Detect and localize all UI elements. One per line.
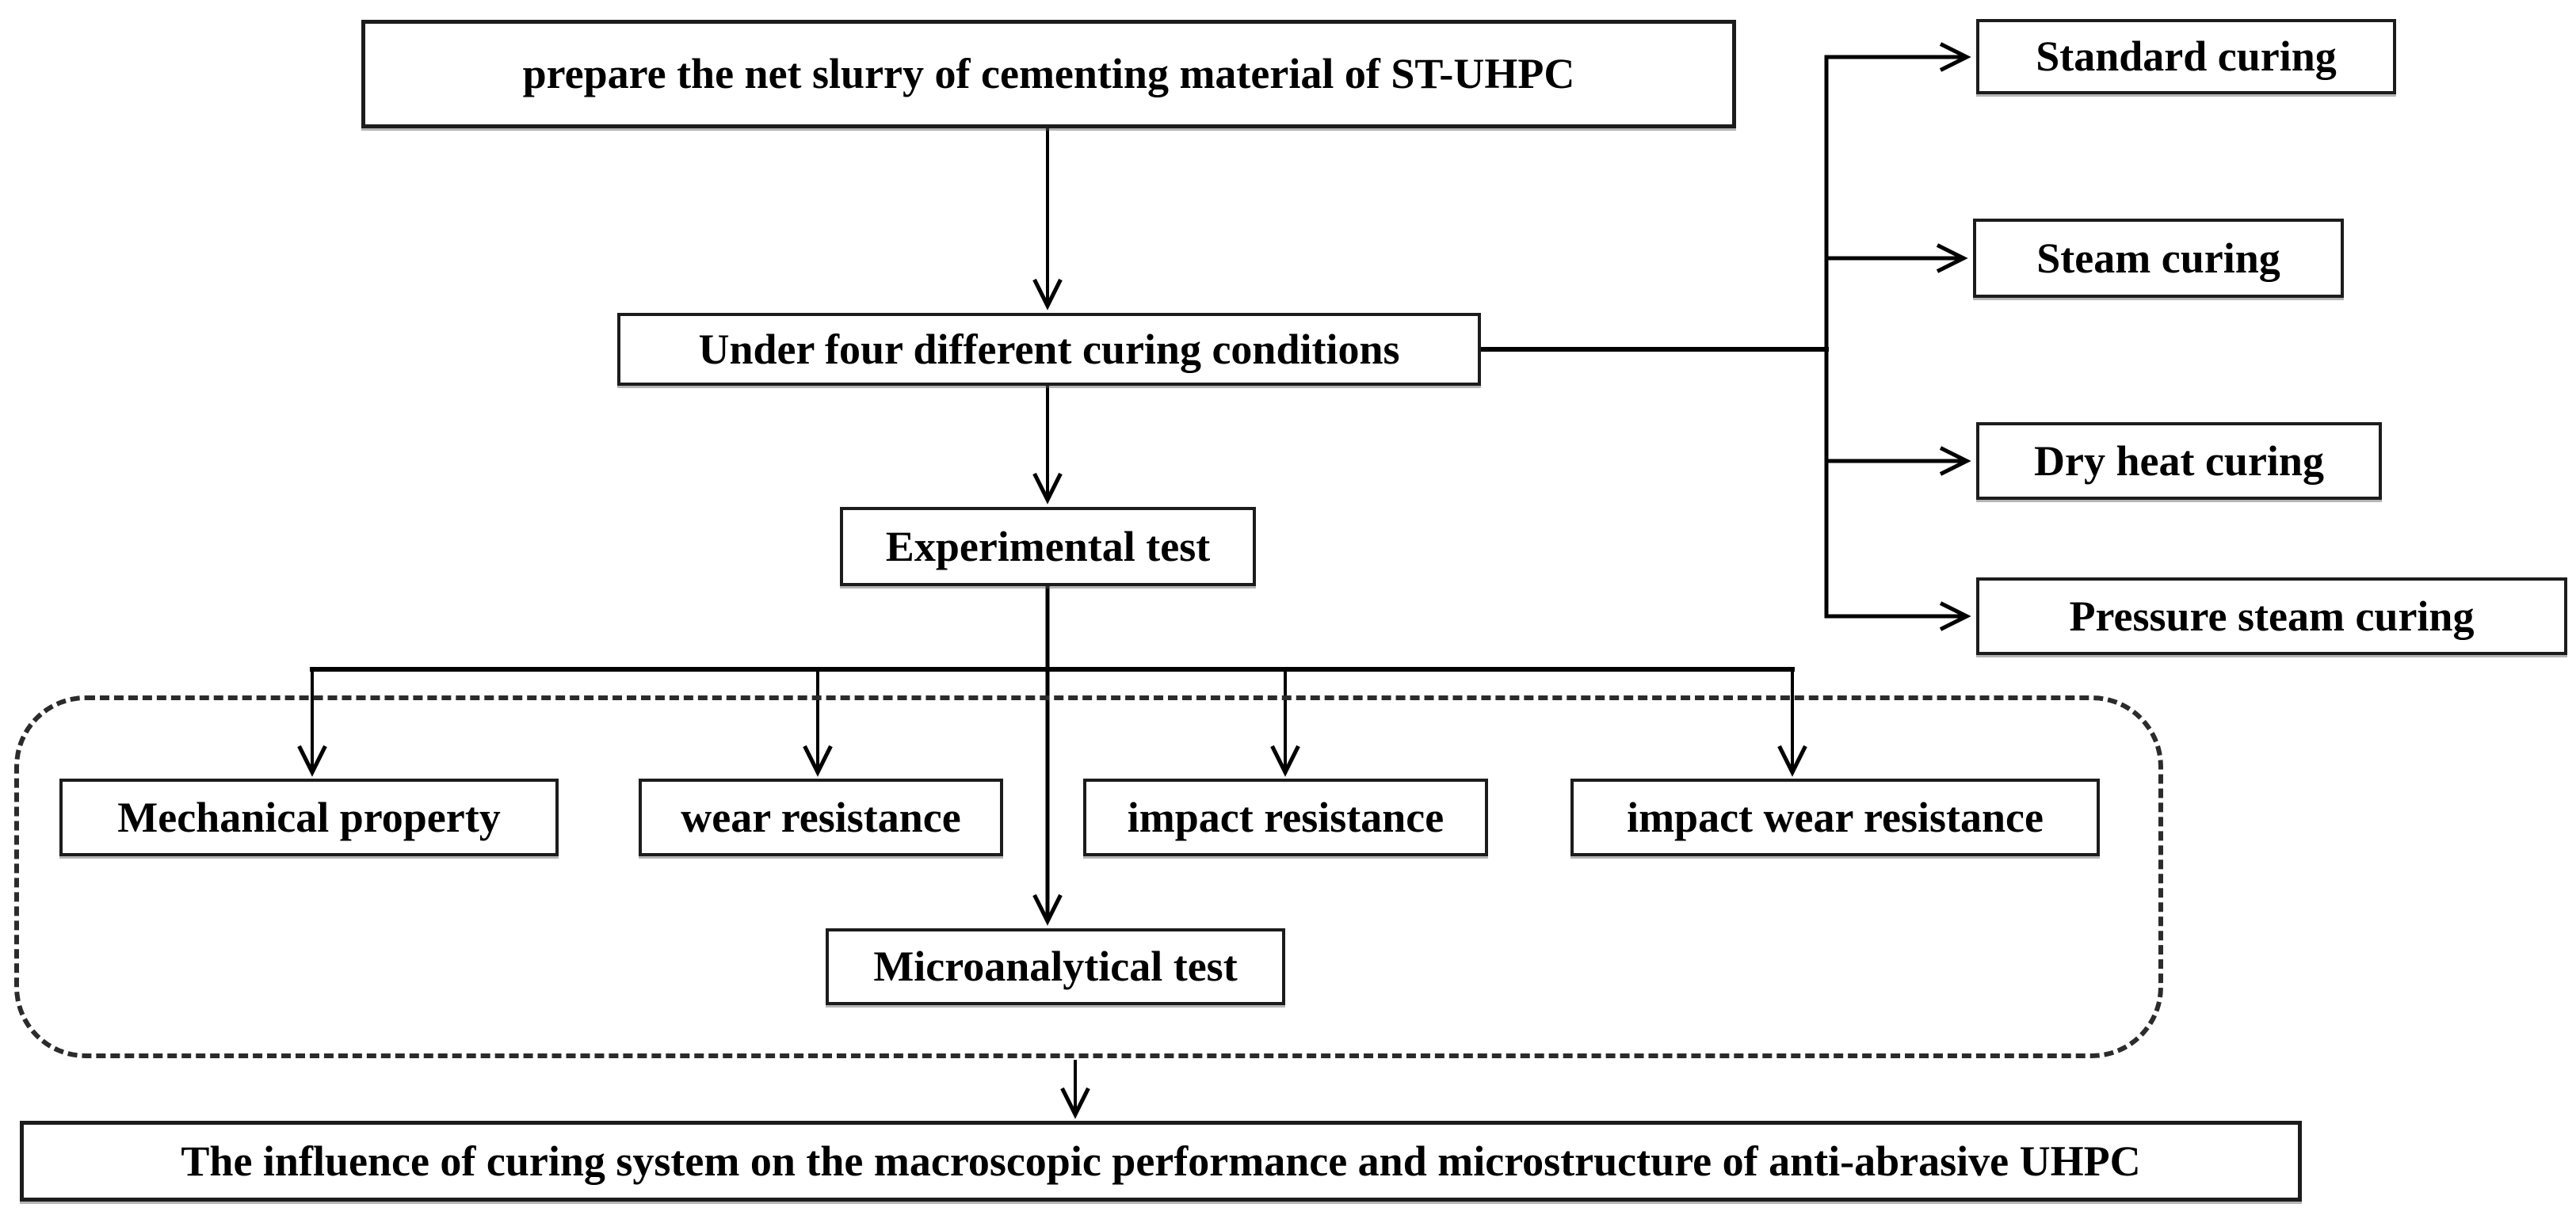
node-standard-curing: Standard curing [1976,19,2396,94]
node-wear-resistance: wear resistance [639,779,1003,856]
node-microanalytical-test: Microanalytical test [826,928,1285,1005]
node-prepare-slurry: prepare the net slurry of cementing mate… [361,20,1736,128]
node-impact-wear-resistance: impact wear resistance [1570,779,2100,856]
test-group-dashed-container [14,695,2163,1058]
node-experimental-test: Experimental test [840,507,1256,586]
node-mechanical-property: Mechanical property [59,779,559,856]
node-curing-conditions: Under four different curing conditions [617,313,1481,386]
node-pressure-steam-curing: Pressure steam curing [1976,577,2567,655]
node-impact-resistance: impact resistance [1083,779,1488,856]
node-dry-heat-curing: Dry heat curing [1976,422,2382,500]
node-steam-curing: Steam curing [1973,219,2344,298]
node-conclusion: The influence of curing system on the ma… [20,1121,2302,1202]
